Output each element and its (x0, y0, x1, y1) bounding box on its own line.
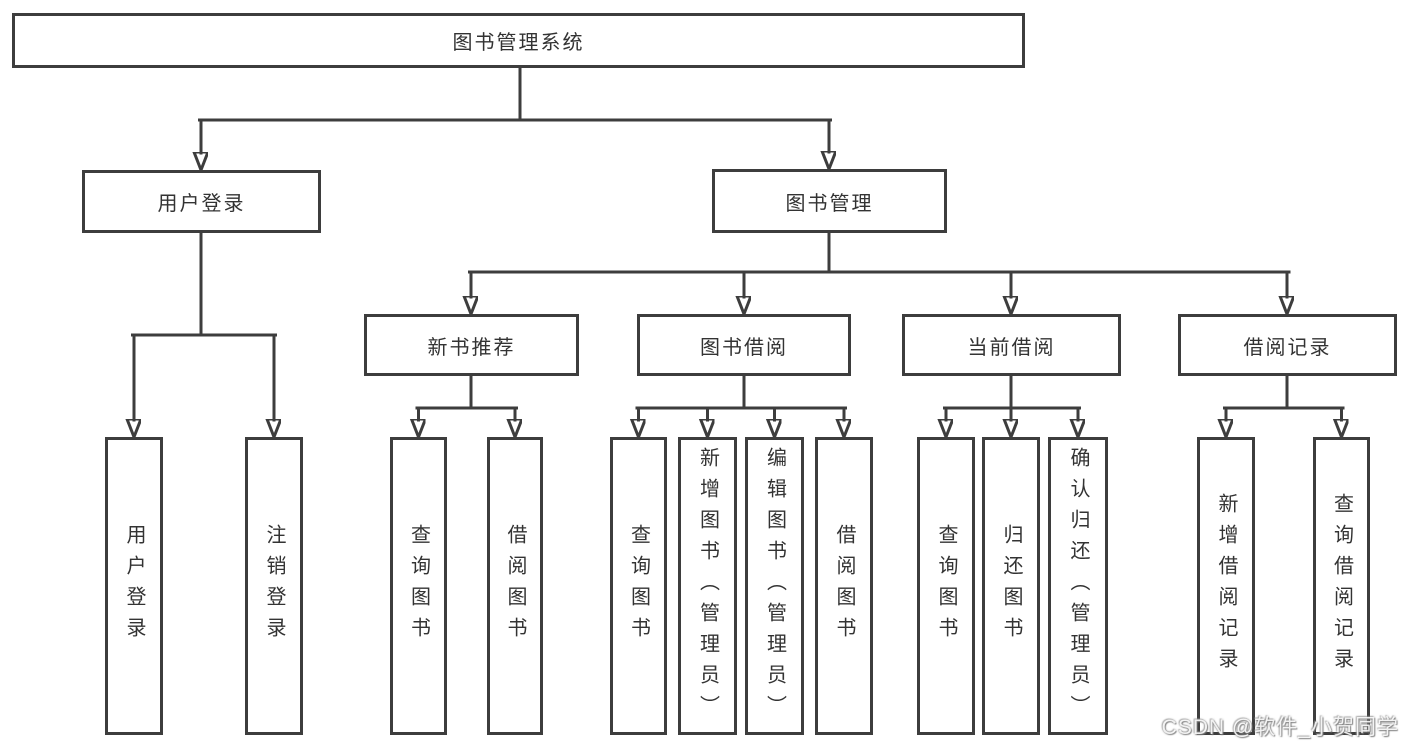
node-new-book-recommend-label: 新书推荐 (427, 336, 516, 359)
leaf-return-books: 归还图书 (982, 437, 1040, 735)
leaf-query-borrow-record-label: 查询借阅记录 (1330, 493, 1353, 679)
node-book-management-label: 图书管理 (785, 192, 874, 215)
leaf-query-borrow-record: 查询借阅记录 (1313, 437, 1370, 735)
node-current-borrow-label: 当前借阅 (967, 336, 1056, 359)
node-current-borrow: 当前借阅 (902, 314, 1121, 376)
leaf-query-books-current: 查询图书 (917, 437, 975, 735)
leaf-borrow-books-recommend: 借阅图书 (487, 437, 543, 735)
leaf-borrow-books-recommend-label: 借阅图书 (504, 524, 526, 648)
leaf-add-borrow-record: 新增借阅记录 (1197, 437, 1255, 735)
leaf-user-login: 用户登录 (105, 437, 163, 735)
node-borrow-records: 借阅记录 (1178, 314, 1397, 376)
leaf-query-books-borrow: 查询图书 (610, 437, 667, 735)
node-user-login: 用户登录 (82, 170, 321, 233)
leaf-borrow-books-borrow: 借阅图书 (815, 437, 873, 735)
node-book-borrow-label: 图书借阅 (700, 336, 788, 359)
leaf-add-books-admin-label: 新增图书（管理员） (696, 446, 719, 726)
node-user-login-label: 用户登录 (157, 193, 246, 215)
leaf-return-books-label: 归还图书 (1000, 524, 1022, 648)
leaf-borrow-books-borrow-label: 借阅图书 (833, 524, 855, 648)
node-borrow-records-label: 借阅记录 (1243, 336, 1332, 359)
node-root-system-label: 图书管理系统 (452, 32, 585, 54)
leaf-confirm-return-admin: 确认归还（管理员） (1048, 437, 1108, 735)
leaf-edit-books-admin-label: 编辑图书（管理员） (763, 446, 786, 726)
leaf-user-login-label: 用户登录 (123, 524, 145, 648)
leaf-query-books-recommend-label: 查询图书 (407, 524, 430, 648)
node-book-borrow: 图书借阅 (637, 314, 851, 376)
leaf-confirm-return-admin-label: 确认归还（管理员） (1067, 446, 1089, 726)
leaf-query-books-borrow-label: 查询图书 (627, 524, 650, 648)
leaf-logout-label: 注销登录 (263, 524, 285, 648)
leaf-add-books-admin: 新增图书（管理员） (678, 437, 737, 735)
leaf-logout: 注销登录 (245, 437, 303, 735)
node-book-management: 图书管理 (712, 169, 947, 233)
leaf-query-books-current-label: 查询图书 (935, 524, 957, 648)
node-root-system: 图书管理系统 (12, 13, 1025, 68)
node-new-book-recommend: 新书推荐 (364, 314, 579, 376)
leaf-query-books-recommend: 查询图书 (390, 437, 447, 735)
leaf-edit-books-admin: 编辑图书（管理员） (745, 437, 804, 735)
leaf-add-borrow-record-label: 新增借阅记录 (1215, 493, 1237, 679)
